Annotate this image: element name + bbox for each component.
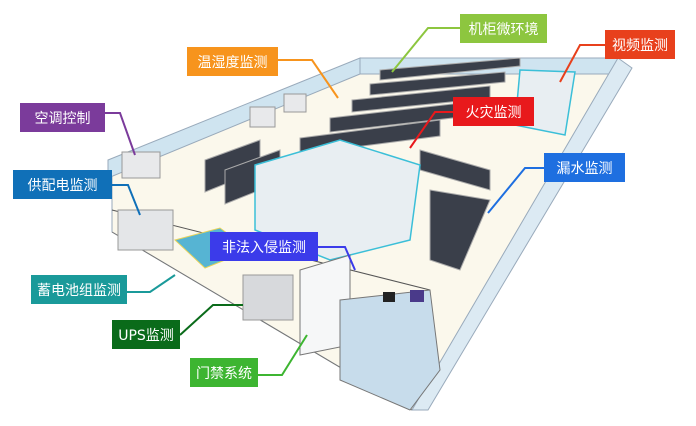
label-intrusion: 非法入侵监测 <box>210 232 318 261</box>
label-cabinet-environment: 机柜微环境 <box>460 14 547 43</box>
label-battery: 蓄电池组监测 <box>31 275 127 304</box>
label-ac-control: 空调控制 <box>20 103 105 132</box>
monitor-screen <box>410 290 424 302</box>
label-access-control: 门禁系统 <box>190 358 258 387</box>
cold-aisle-enclosure <box>254 139 421 261</box>
label-power-monitoring: 供配电监测 <box>13 170 112 199</box>
power-cabinets <box>117 209 174 251</box>
ac-unit <box>283 93 307 113</box>
monitor-screen <box>383 292 395 302</box>
label-water-leak: 漏水监测 <box>544 153 625 182</box>
label-ups: UPS监测 <box>112 320 180 349</box>
leader-lines <box>105 27 605 376</box>
label-fire-monitoring: 火灾监测 <box>453 97 534 126</box>
label-video-monitoring: 视频监测 <box>605 30 675 59</box>
ac-unit <box>121 151 161 179</box>
ac-unit <box>249 106 276 128</box>
right-wall <box>411 57 633 411</box>
ups-cabinets <box>242 274 294 321</box>
label-temperature-humidity: 温湿度监测 <box>187 47 278 76</box>
